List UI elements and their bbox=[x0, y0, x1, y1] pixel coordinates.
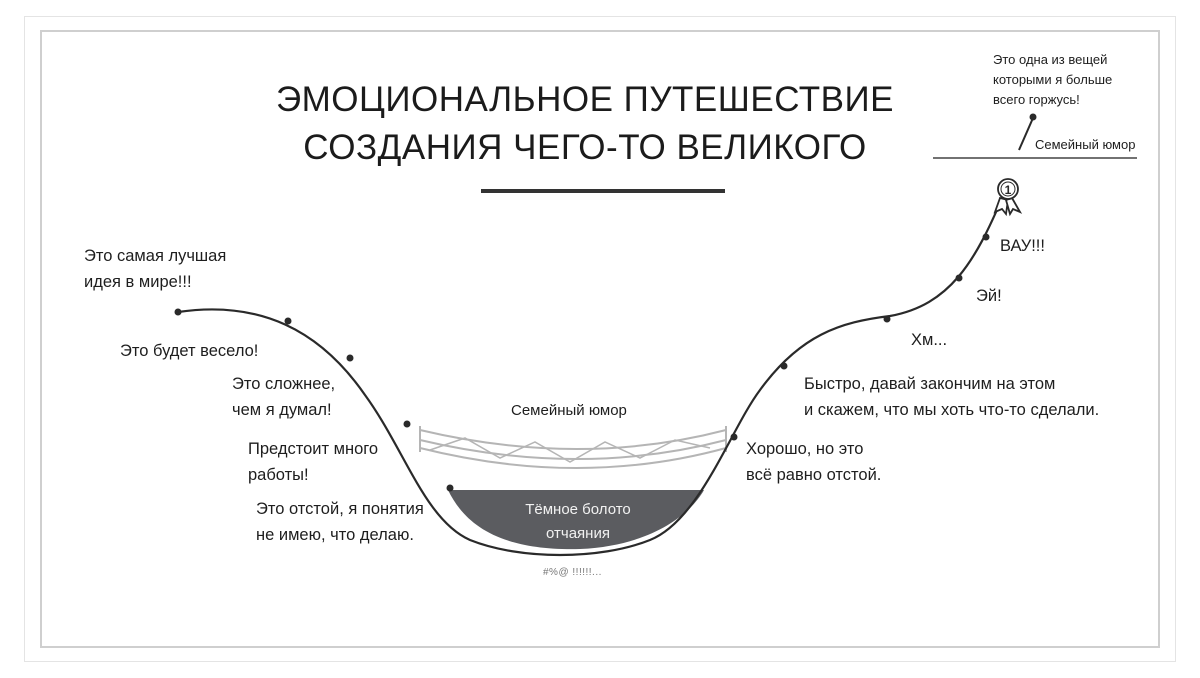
bridge-truss bbox=[419, 426, 727, 469]
marker-hm bbox=[883, 315, 891, 323]
marker-fun bbox=[284, 317, 292, 325]
label-hm: Хм... bbox=[911, 331, 948, 349]
label-bridge: Семейный юмор bbox=[511, 402, 627, 419]
title-underline bbox=[481, 189, 725, 193]
marker-hey bbox=[955, 274, 963, 282]
label-still-sucks: Хорошо, но это всё равно отстой. bbox=[746, 440, 882, 484]
label-wow: ВАУ!!! bbox=[1000, 237, 1045, 255]
medal-icon bbox=[993, 178, 1023, 217]
label-swamp: Тёмное болото отчаяния bbox=[525, 501, 631, 542]
title-line-2: СОЗДАНИЯ ЧЕГО-ТО ВЕЛИКОГО bbox=[303, 128, 867, 167]
curve-markers bbox=[174, 233, 990, 492]
diagram-frame bbox=[40, 30, 1160, 648]
label-fun: Это будет весело! bbox=[120, 342, 259, 360]
label-hey: Эй! bbox=[976, 287, 1002, 305]
swamp-fill bbox=[448, 490, 704, 550]
summit-pole bbox=[1018, 117, 1034, 151]
label-summit-flag: Семейный юмор bbox=[1035, 137, 1136, 152]
label-harder: Это сложнее, чем я думал! bbox=[232, 375, 336, 419]
marker-no-idea bbox=[446, 484, 454, 492]
medal-rank: 1 bbox=[1005, 183, 1012, 197]
label-finish: Быстро, давай закончим на этом и скажем,… bbox=[804, 375, 1100, 419]
summit-marker bbox=[1029, 113, 1037, 121]
label-lots-of-work: Предстоит много работы! bbox=[248, 440, 379, 484]
marker-work bbox=[403, 420, 411, 428]
label-swearing: #%@ !!!!!!... bbox=[543, 567, 602, 578]
marker-harder bbox=[346, 354, 354, 362]
title-line-1: ЭМОЦИОНАЛЬНОЕ ПУТЕШЕСТВИЕ bbox=[275, 80, 895, 119]
marker-start bbox=[174, 308, 182, 316]
marker-wow bbox=[982, 233, 990, 241]
journey-curve bbox=[177, 195, 1005, 557]
outer-frame bbox=[24, 16, 1176, 662]
page-title: ЭМОЦИОНАЛЬНОЕ ПУТЕШЕСТВИЕ СОЗДАНИЯ ЧЕГО-… bbox=[250, 76, 920, 172]
label-no-idea: Это отстой, я понятия не имею, что делаю… bbox=[256, 500, 424, 544]
marker-still-sucks bbox=[730, 433, 738, 441]
label-best-idea: Это самая лучшая идея в мире!!! bbox=[84, 247, 227, 291]
label-proud: Это одна из вещей которыми я больше всег… bbox=[993, 52, 1113, 107]
marker-finish bbox=[780, 362, 788, 370]
